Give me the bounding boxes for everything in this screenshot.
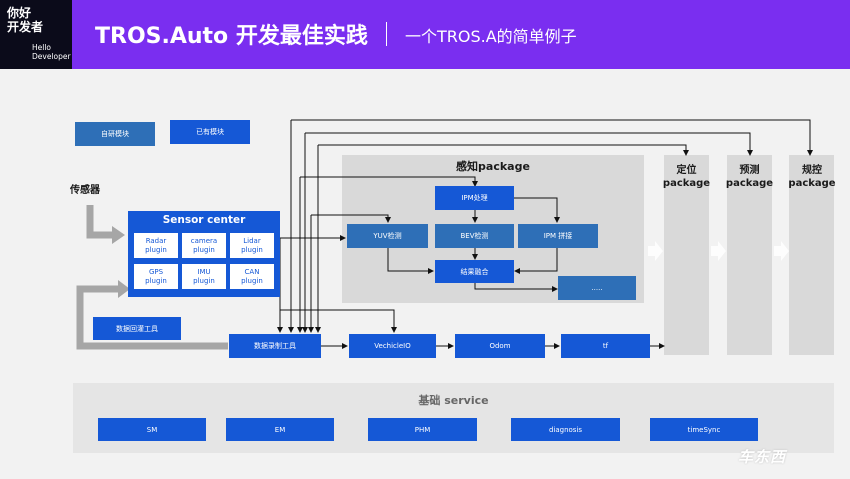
title-divider [386,22,387,46]
logo-line-4: Developer [32,52,71,61]
lidar-plugin: Lidar plugin [230,233,274,258]
bev-detect-box: BEV检测 [435,224,514,248]
radar-plugin: Radar plugin [134,233,178,258]
data-replay-tool: 数据回灌工具 [93,317,181,340]
localization-package-label: 定位 package [662,165,711,189]
service-diagnosis: diagnosis [511,418,620,441]
planning-package-label: 规控 package [788,165,836,189]
ipm-stitch-box: IPM 拼接 [518,224,598,248]
gps-plugin: GPS plugin [134,264,178,289]
vehicle-io-box: VechicleIO [349,334,436,358]
tf-box: tf [561,334,650,358]
watermark-logo: 车东西 [738,448,787,466]
prediction-package-panel [727,155,772,355]
page-subtitle: 一个TROS.A的简单例子 [405,27,577,46]
can-plugin: CAN plugin [230,264,274,289]
service-timesync: timeSync [650,418,758,441]
page-title: TROS.Auto 开发最佳实践 [95,24,368,49]
prediction-package-label: 预测 package [725,165,774,189]
logo-line-1: 你好 [7,6,32,20]
hello-developer-logo: 你好 开发者 Hello Developer [0,0,72,69]
result-fusion-box: 结果融合 [435,260,514,283]
logo-line-3: Hello [32,43,52,52]
ipm-process-box: IPM处理 [435,186,514,210]
sensor-label: 传感器 [70,185,100,196]
service-em: EM [226,418,334,441]
yuv-detect-box: YUV检测 [347,224,428,248]
planning-package-panel [789,155,834,355]
imu-plugin: IMU plugin [182,264,226,289]
odom-box: Odom [455,334,545,358]
camera-plugin: camera plugin [182,233,226,258]
perception-package-title: 感知package [456,160,530,173]
service-phm: PHM [368,418,477,441]
header-bar: 你好 开发者 Hello Developer TROS.Auto 开发最佳实践 … [0,0,850,69]
legend-existing: 已有模块 [170,120,250,144]
localization-package-panel [664,155,709,355]
sensor-center-title: Sensor center [162,214,246,226]
legend-self-developed: 自研模块 [75,122,155,146]
logo-line-2: 开发者 [7,20,44,34]
base-service-title: 基础 service [418,394,489,407]
service-sm: SM [98,418,206,441]
data-record-tool: 数据录制工具 [229,334,321,358]
more-modules-box: ..... [558,276,636,300]
